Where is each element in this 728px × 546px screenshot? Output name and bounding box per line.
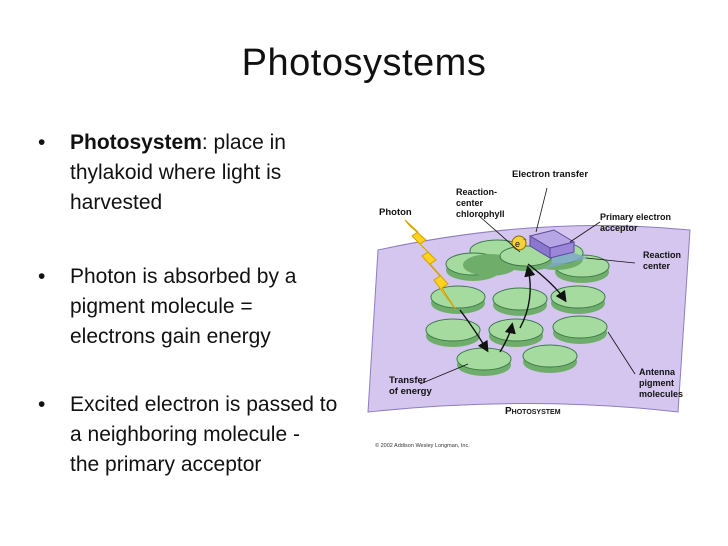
electron-icon <box>511 235 527 251</box>
label-photon: Photon <box>379 207 412 218</box>
bullet-line: a neighboring molecule - <box>70 423 300 446</box>
pointer-line <box>419 363 469 385</box>
label-antenna: molecules <box>639 389 683 399</box>
bullet-photosystem: • Photosystem: place in thylakoid where … <box>36 128 370 218</box>
primary-acceptor-block <box>528 229 576 259</box>
label-electron-transfer: Electron transfer <box>512 169 588 180</box>
pigment-disk <box>456 347 512 376</box>
term-photosystem: Photosystem <box>70 131 202 154</box>
bullet-line: Excited electron is passed to <box>70 393 338 416</box>
label-reaction-center-chlorophyll: chlorophyll <box>456 209 505 219</box>
electron-symbol: e <box>515 239 520 249</box>
pointer-line <box>607 331 636 375</box>
pointer-line <box>535 187 548 233</box>
energy-arrow <box>519 265 536 329</box>
bullet-line: Photosystem: place in <box>70 128 370 158</box>
pigment-disk <box>488 318 544 347</box>
pigment-disk <box>425 318 481 347</box>
bullet-line: pigment molecule = <box>70 295 253 318</box>
bullet-line: Photon is absorbed by a <box>70 265 297 288</box>
label-antenna: Antenna <box>639 367 676 377</box>
label-transfer-energy: Transfer <box>389 375 427 386</box>
bullet-text: : place in <box>201 131 286 154</box>
photon-bolt <box>404 219 457 311</box>
bullet-photon: • Photon is absorbed by a pigment molecu… <box>36 262 370 352</box>
bullet-excited-electron: • Excited electron is passed to a neighb… <box>36 390 390 480</box>
label-primary-acceptor: acceptor <box>600 223 638 233</box>
svg-text:−: − <box>523 237 527 243</box>
pointer-line <box>585 257 636 264</box>
bullet-line: harvested <box>70 191 163 214</box>
bullet-dot: • <box>38 393 46 416</box>
pointer-line <box>477 214 521 253</box>
energy-arrow <box>459 309 489 353</box>
bullet-line: electrons gain energy <box>70 325 271 348</box>
label-transfer-energy: of energy <box>389 386 432 397</box>
pigment-disk <box>522 344 578 373</box>
pointer-line <box>569 221 601 243</box>
pigment-disk <box>430 285 486 314</box>
photosystem-diagram: e − Electron transfer Reaction- center c… <box>367 169 691 449</box>
copyright-note: © 2002 Addison Wesley Longman, Inc. <box>375 442 470 449</box>
label-reaction-center-chlorophyll: Reaction- <box>456 187 497 197</box>
bullet-line: thylakoid where light is <box>70 161 282 184</box>
label-primary-acceptor: Primary electron <box>600 212 671 222</box>
slide-title: Photosystems <box>241 42 487 84</box>
label-antenna: pigment <box>639 378 674 388</box>
pigment-disk <box>550 285 606 314</box>
bullet-dot: • <box>38 131 46 154</box>
label-reaction-center: Reaction <box>643 250 681 260</box>
label-reaction-center: center <box>643 261 671 271</box>
label-photosystem-caption: Photosystem <box>505 406 561 417</box>
energy-arrow <box>499 322 516 353</box>
pigment-disk <box>492 287 548 316</box>
bullet-line: the primary acceptor <box>70 453 262 476</box>
bullet-dot: • <box>38 265 46 288</box>
pigment-disk <box>552 315 608 344</box>
energy-arrow <box>527 263 567 303</box>
label-reaction-center-chlorophyll: center <box>456 198 484 208</box>
